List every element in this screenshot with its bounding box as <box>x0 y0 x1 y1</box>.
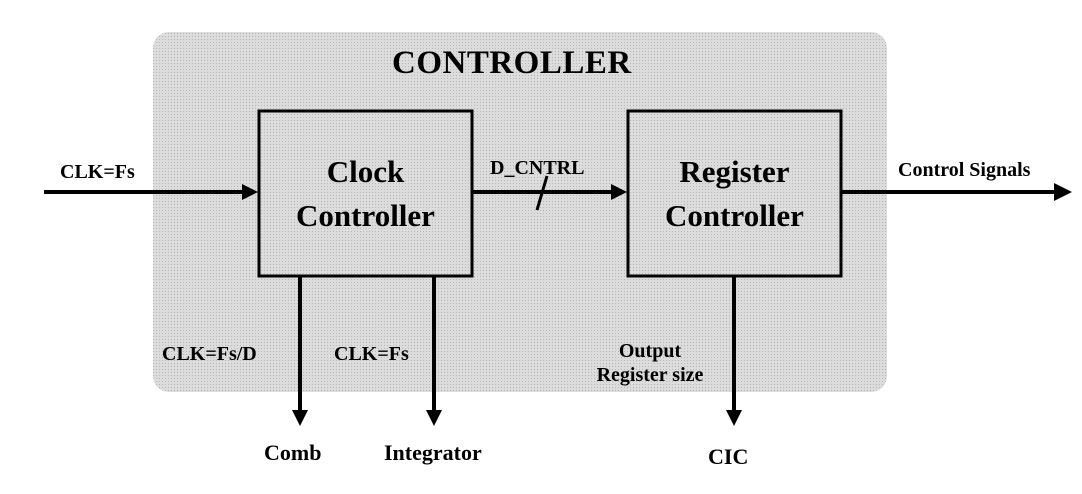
clk-input-arrow <box>44 184 258 200</box>
comb-output-label: Comb <box>264 440 322 465</box>
comb-arrow <box>292 276 308 426</box>
output-register-size-label: Output Register size <box>580 339 720 387</box>
control-signals-arrow <box>841 183 1072 201</box>
clk-integrator-label: CLK=Fs <box>334 343 409 365</box>
clk-input-label: CLK=Fs <box>60 161 135 183</box>
output-register-line2: Register size <box>596 364 704 386</box>
integrator-output-label: Integrator <box>384 440 482 465</box>
control-signals-label: Control Signals <box>898 159 1031 181</box>
bus-slash <box>535 175 549 211</box>
clock-controller-line2: Controller <box>296 198 435 233</box>
clock-controller-label: Clock Controller <box>259 150 472 238</box>
clock-controller-line1: Clock <box>326 154 405 189</box>
controller-title: CONTROLLER <box>392 45 632 81</box>
d-cntrl-label: D_CNTRL <box>490 157 585 179</box>
output-register-line1: Output <box>618 340 682 362</box>
clk-comb-label: CLK=Fs/D <box>162 343 257 365</box>
register-controller-line1: Register <box>679 154 790 189</box>
cic-output-label: CIC <box>708 444 749 469</box>
d-cntrl-bus-arrow <box>472 175 627 211</box>
register-controller-line2: Controller <box>665 198 804 233</box>
integrator-arrow <box>426 276 442 426</box>
register-controller-label: Register Controller <box>628 150 841 238</box>
cic-arrow <box>726 276 742 426</box>
